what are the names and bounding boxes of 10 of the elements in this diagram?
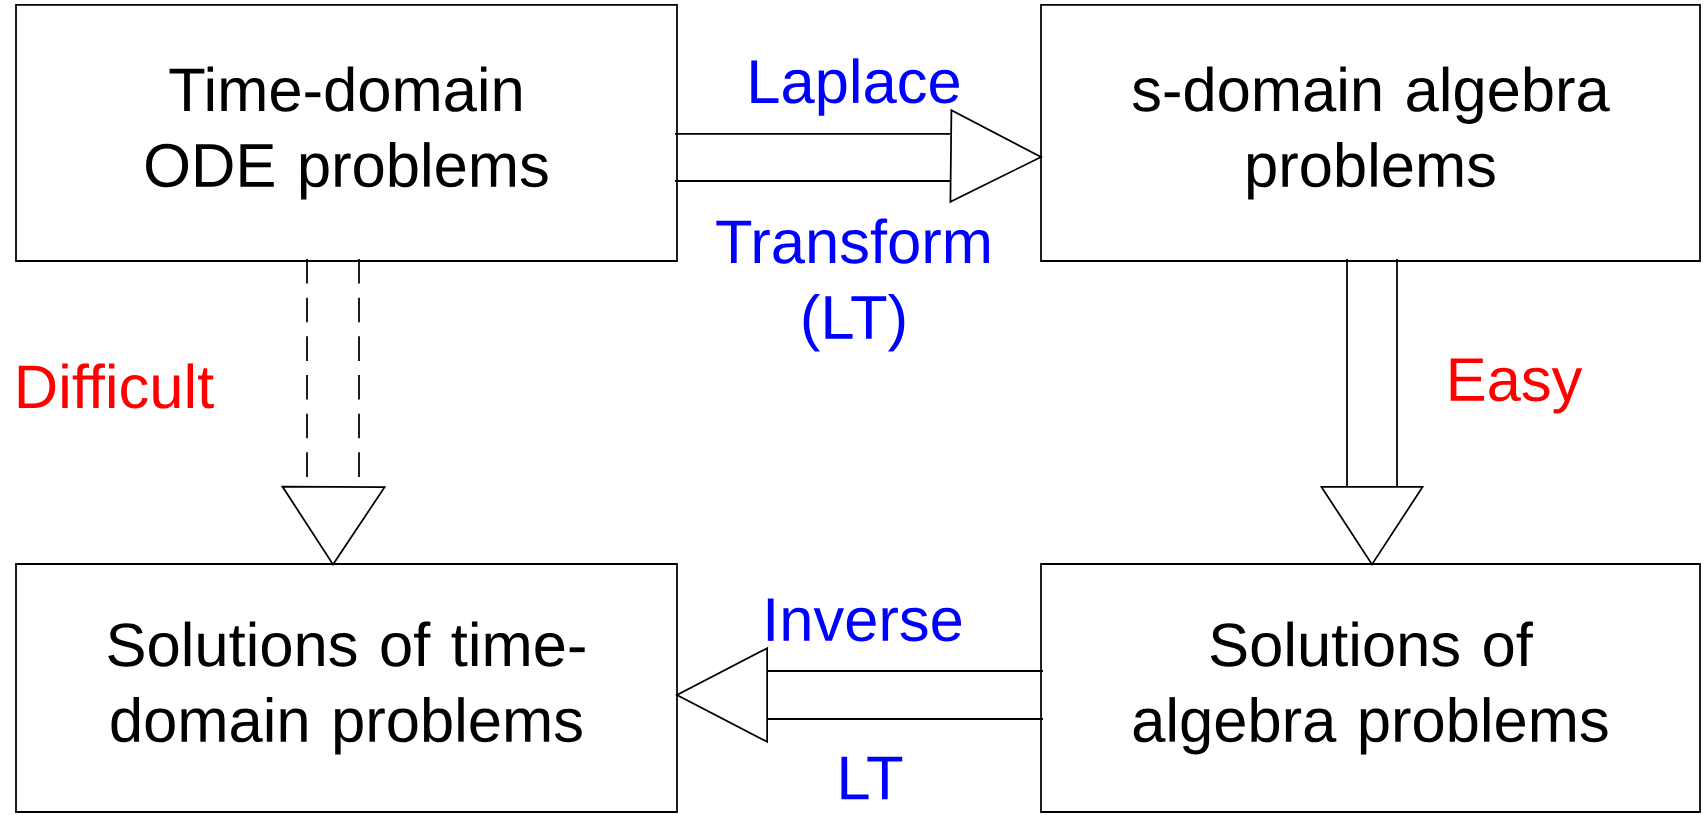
process-box: Time-domain ODE problems xyxy=(15,4,678,262)
process-box: Solutions of algebra problems xyxy=(1040,563,1701,813)
edge-label: Inverse xyxy=(767,598,962,642)
edge-label: Difficult xyxy=(18,363,214,409)
process-box: Solutions of time-domain problems xyxy=(15,563,678,813)
edge-label: Laplace xyxy=(751,58,959,116)
process-box: s-domain algebra problems xyxy=(1040,4,1701,262)
arrow-caption: Transform (LT) xyxy=(716,218,989,352)
edge-label: Easy xyxy=(1450,358,1583,414)
arrow-caption: LT xyxy=(841,756,903,800)
